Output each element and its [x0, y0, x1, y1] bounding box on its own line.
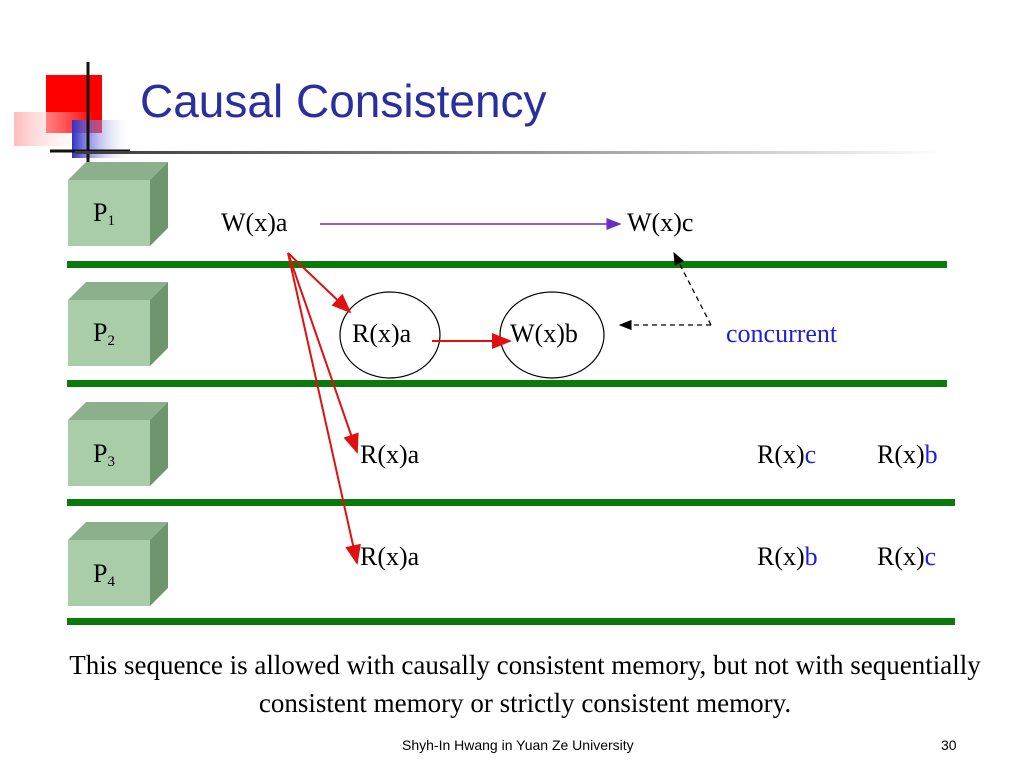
concurrent-connector	[673, 251, 712, 326]
page-title: Causal Consistency	[140, 75, 547, 127]
concurrent-label: concurrent	[726, 319, 838, 348]
process-line-3	[67, 499, 955, 506]
process-box-p4	[68, 522, 168, 606]
slide-number: 30	[941, 737, 957, 753]
op-p2-read-a: R(x)a	[352, 319, 412, 348]
op-p1-write-c: W(x)c	[627, 208, 694, 237]
explanation-note: This sequence is allowed with causally c…	[69, 650, 981, 718]
op-p1-write-a: W(x)a	[221, 208, 288, 237]
op-p4-read-b: R(x)b	[757, 542, 818, 571]
process-label-p4: P4	[93, 559, 115, 590]
op-p3-read-c: R(x)c	[757, 440, 817, 469]
process-label-p2: P2	[93, 318, 115, 349]
op-p4-read-c: R(x)c	[877, 542, 937, 571]
process-line-4	[67, 618, 955, 625]
op-circle-read-a	[339, 291, 441, 379]
process-box-p2	[68, 282, 168, 366]
process-line-1	[67, 261, 947, 268]
process-box-p1	[68, 162, 168, 246]
footer-author: Shyh-In Hwang in Yuan Ze University	[402, 737, 634, 753]
process-label-p3: P3	[93, 439, 115, 470]
process-line-2	[67, 380, 947, 387]
arrow-wa-to-p2-read	[287, 252, 352, 314]
op-p3-read-b: R(x)b	[877, 440, 938, 469]
slide-logo	[14, 62, 132, 170]
title-underline	[75, 151, 945, 154]
op-p3-read-a: R(x)a	[360, 440, 420, 469]
op-p2-write-b: W(x)b	[510, 319, 578, 348]
process-label-p1: P1	[93, 198, 115, 229]
op-p4-read-a: R(x)a	[360, 542, 420, 571]
arrow-wa-to-p4-read	[287, 252, 361, 565]
process-box-p3	[68, 402, 168, 486]
arrow-wa-to-p3-read	[287, 252, 359, 454]
